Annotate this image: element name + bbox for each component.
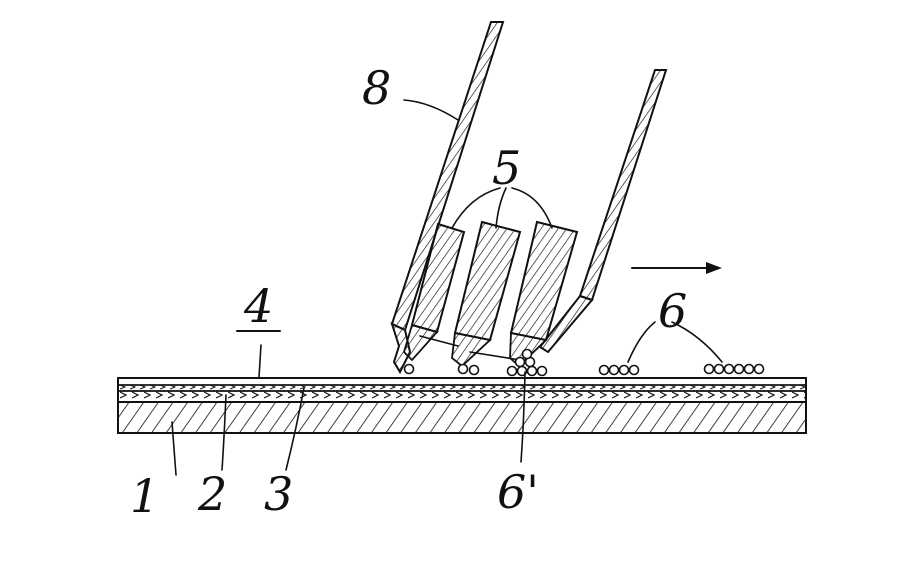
housing-wall-left <box>390 21 505 375</box>
label-layer-2: 2 <box>197 467 227 521</box>
particles-group-b <box>703 363 765 375</box>
particles-under-nozzles <box>403 348 548 377</box>
layer-1-substrate <box>117 401 807 434</box>
label-particles-prime: 6' <box>497 465 539 519</box>
nozzle-bridges <box>419 335 521 361</box>
reference-labels: 8 5 4 6 6' 1 2 3 <box>130 61 687 523</box>
leader-lines <box>171 99 723 476</box>
nozzle-left <box>402 222 466 362</box>
label-substrate: 1 <box>130 469 159 523</box>
label-nozzles: 5 <box>492 141 521 195</box>
substrate-stack <box>117 377 807 434</box>
label-particles: 6 <box>658 284 687 338</box>
nozzle-middle <box>451 220 522 368</box>
layer-2 <box>117 390 807 403</box>
layer-3 <box>117 384 807 392</box>
direction-arrow <box>631 262 722 274</box>
label-top-surface: 4 <box>243 279 273 333</box>
particles-group-a <box>598 364 640 376</box>
label-housing: 8 <box>362 61 391 115</box>
label-layer-3: 3 <box>264 467 293 521</box>
housing-wall-right <box>538 69 668 354</box>
